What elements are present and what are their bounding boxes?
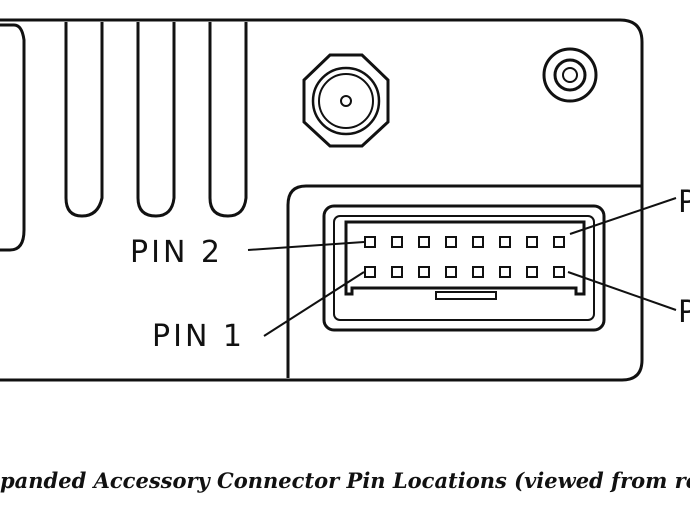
antenna-jack-ring [311,66,381,136]
header-key [435,291,497,300]
antenna-jack-ring-inner [318,73,374,129]
connector-pin [526,266,538,278]
connector-pin [445,236,457,248]
right-top-label: P [678,185,690,220]
round-jack [542,47,598,103]
connector-pin [499,266,511,278]
pin1-leader [263,271,365,337]
pin-header [344,220,586,296]
connector-pin [526,236,538,248]
cooling-fin [136,22,176,218]
connector-shell-inner [333,215,595,321]
connector-pin [499,236,511,248]
connector-pin [472,266,484,278]
connector-recess [286,184,642,378]
connector-pin [472,236,484,248]
antenna-jack-pin [340,95,352,107]
round-jack-ring-inner [562,67,578,83]
right-bottom-leader [567,271,677,311]
connector-pin [391,266,403,278]
pin-array [364,236,565,278]
housing-outline [0,18,644,382]
cooling-fin [0,23,26,252]
pin2-label: PIN 2 [130,235,223,270]
right-bottom-label: P [678,295,690,330]
antenna-jack [302,53,390,148]
connector-pin [553,236,565,248]
pin2-leader [247,241,365,251]
round-jack-ring [553,58,587,92]
right-top-leader [569,197,677,235]
connector-pin [553,266,565,278]
connector-pin [364,236,376,248]
connector-pin [445,266,457,278]
connector-pin [364,266,376,278]
cooling-fin [208,22,248,218]
connector-pin [418,266,430,278]
connector-pin [418,236,430,248]
pin1-label: PIN 1 [152,319,245,354]
figure-caption: panded Accessory Connector Pin Locations… [0,468,690,493]
connector-pin [391,236,403,248]
connector-shell [322,204,606,332]
cooling-fin [64,22,104,218]
